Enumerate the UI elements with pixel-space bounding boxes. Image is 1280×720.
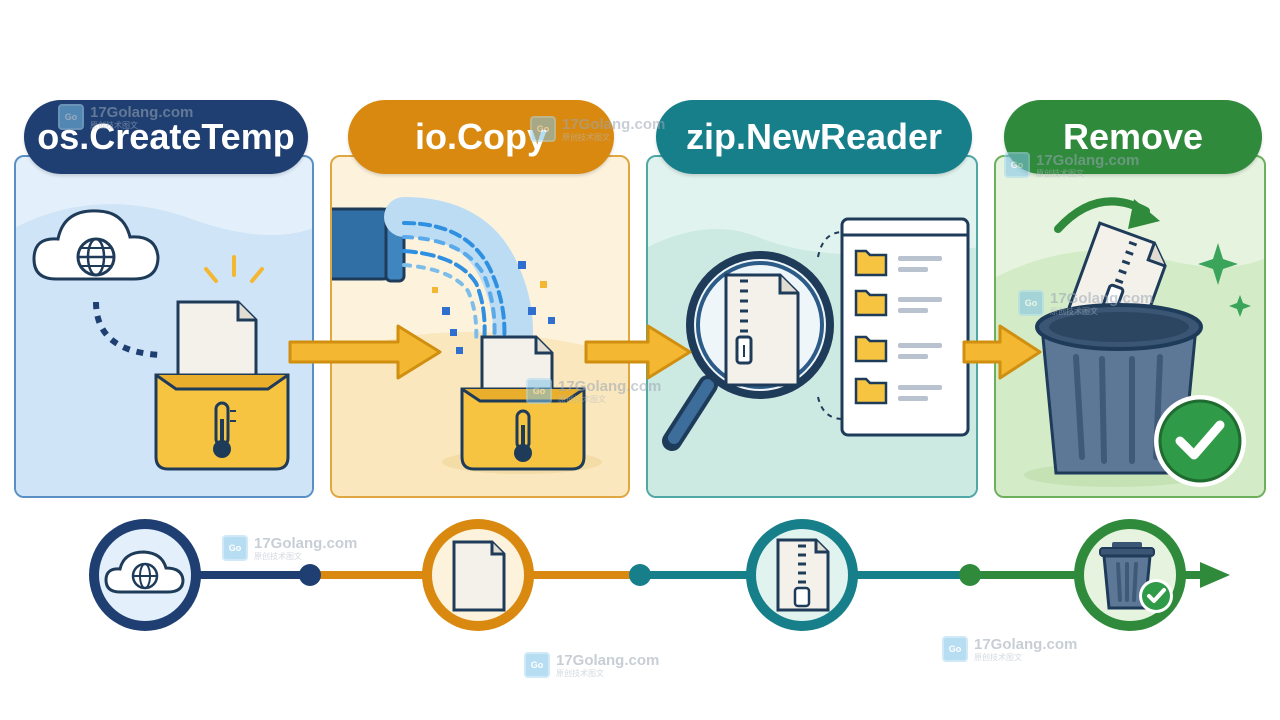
cloud-globe-icon bbox=[104, 550, 185, 594]
step-title-create-temp: os.CreateTemp bbox=[24, 100, 308, 174]
step-title-text: zip.NewReader bbox=[685, 116, 943, 157]
timeline-junction-dot bbox=[299, 564, 321, 586]
timeline-junction-dot bbox=[629, 564, 651, 586]
step-title-text: os.CreateTemp bbox=[37, 116, 295, 157]
document-icon bbox=[176, 300, 258, 394]
watermark-logo-icon: Go bbox=[524, 652, 550, 678]
step-title-zip-newreader: zip.NewReader bbox=[656, 100, 972, 174]
panel-remove bbox=[994, 155, 1266, 498]
timeline-junction-dot bbox=[959, 564, 981, 586]
flow-arrow-2 bbox=[584, 324, 692, 380]
zip-file-icon bbox=[724, 273, 800, 387]
step-title-io-copy: io.Copy bbox=[348, 100, 614, 174]
timeline-node-create-temp bbox=[89, 519, 201, 631]
panel-create-temp bbox=[14, 155, 314, 498]
remove-illustration bbox=[996, 197, 1264, 496]
trash-check-icon bbox=[1099, 542, 1173, 613]
timeline-node-zip-newreader bbox=[746, 519, 858, 631]
data-bits bbox=[432, 261, 555, 354]
data-stream-icon bbox=[384, 197, 533, 367]
checkmark-icon bbox=[1154, 395, 1246, 487]
connector-dashes bbox=[817, 231, 844, 420]
panel-zip-newreader bbox=[646, 155, 978, 498]
zip-file-icon bbox=[776, 538, 830, 612]
step-title-text: Remove bbox=[1062, 116, 1204, 157]
thermometer-icon bbox=[514, 409, 532, 462]
step-title-remove: Remove bbox=[1004, 100, 1262, 174]
watermark-sub: 原创技术图文 bbox=[556, 668, 604, 678]
process-timeline bbox=[89, 519, 1230, 631]
sparkle-icon bbox=[1198, 243, 1251, 317]
cloud-globe-icon bbox=[32, 209, 160, 281]
flow-arrow-1 bbox=[288, 324, 442, 380]
panel-io-copy bbox=[330, 155, 630, 498]
step-title-text: io.Copy bbox=[415, 116, 547, 157]
watermark-site: 17Golang.com bbox=[556, 651, 660, 669]
zip-newreader-illustration bbox=[648, 217, 976, 496]
flow-arrow-3 bbox=[962, 324, 1042, 380]
document-icon bbox=[452, 540, 506, 612]
timeline-end-arrow bbox=[1200, 562, 1230, 588]
recycle-arrow-icon bbox=[1054, 197, 1160, 233]
file-list-window-icon bbox=[840, 217, 970, 437]
watermark-sub: 原创技术图文 bbox=[974, 652, 1022, 662]
create-temp-illustration bbox=[16, 204, 312, 496]
spark-lines bbox=[204, 255, 264, 283]
thermometer-icon bbox=[213, 401, 236, 458]
timeline-node-io-copy bbox=[422, 519, 534, 631]
timeline-node-remove bbox=[1074, 519, 1186, 631]
